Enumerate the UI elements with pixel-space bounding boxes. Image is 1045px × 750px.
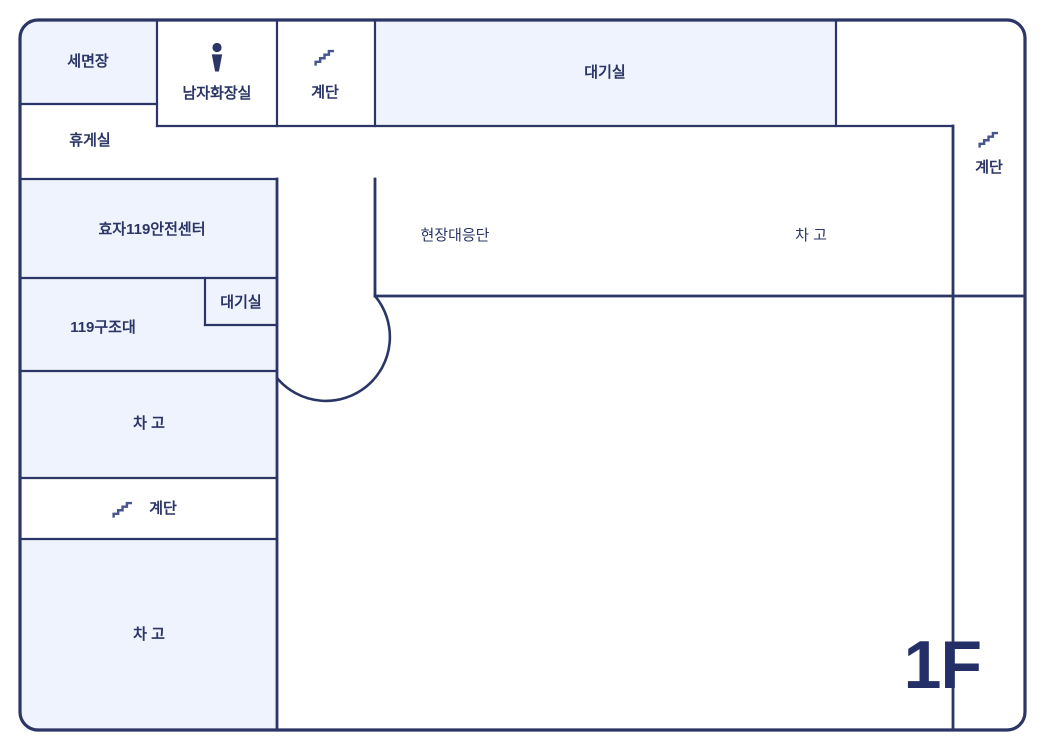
floor-badge: 1F: [904, 627, 981, 703]
room-fill-washroom: [20, 20, 157, 104]
room-fill-garage-left-upper: [20, 371, 277, 478]
room-label-rescue-119: 119구조대: [70, 319, 136, 336]
room-fill-waiting-room-top: [375, 20, 836, 126]
room-label-waiting-room-left: 대기실: [220, 294, 261, 311]
stairs-icon-top: [314, 49, 336, 67]
room-label-hyoja-119-center: 효자119안전센터: [99, 220, 206, 238]
room-labels: 세면장 남자화장실 계단 대기실 계단 휴게실 효자119안전센터 119구조대…: [67, 52, 1003, 643]
room-label-washroom: 세면장: [67, 52, 109, 70]
room-label-waiting-room-top: 대기실: [584, 64, 625, 81]
room-fill-garage-left-lower: [20, 539, 277, 730]
stairs-icon-left: [112, 501, 134, 519]
room-label-garage-left-lower: 차 고: [133, 626, 165, 643]
room-label-garage-left-upper: 차 고: [133, 415, 165, 432]
stairs-icon-right: [978, 131, 1000, 149]
room-label-stairs-top: 계단: [311, 84, 339, 101]
room-label-stairs-right: 계단: [975, 159, 1003, 176]
door-swing-arc: [275, 294, 392, 403]
room-label-garage-main: 차 고: [795, 227, 827, 244]
male-restroom-icon: [211, 42, 223, 72]
building-outline: [18, 18, 1027, 732]
room-label-mens-restroom: 남자화장실: [182, 84, 251, 102]
room-fill-hyoja-119-center: [20, 179, 277, 278]
interior-walls: [18, 18, 1027, 732]
room-label-stairs-left: 계단: [149, 500, 177, 517]
room-label-field-response: 현장대응단: [420, 227, 489, 244]
room-label-lounge: 휴게실: [69, 132, 110, 149]
